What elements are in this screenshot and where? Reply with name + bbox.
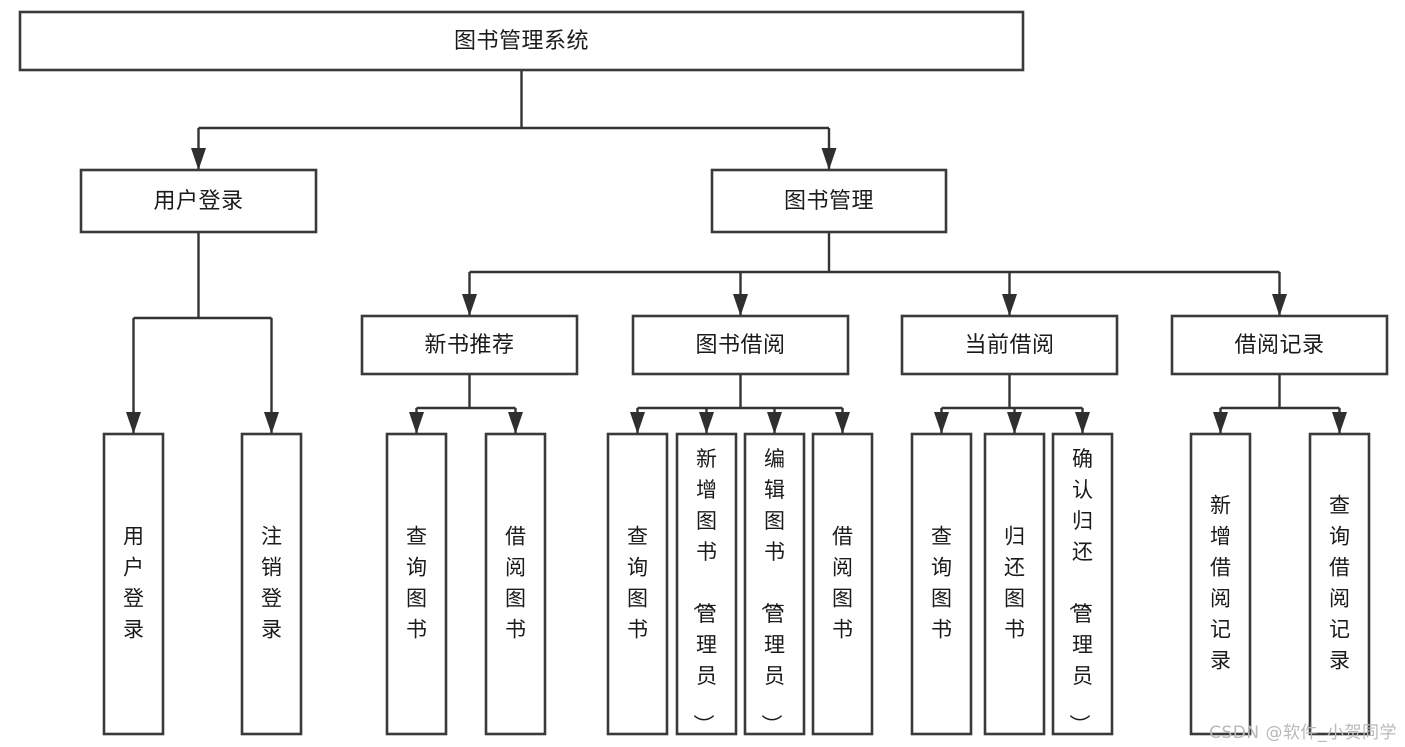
node-leaf-add-record-box[interactable]	[1189, 432, 1252, 736]
node-book-borrow-box[interactable]	[631, 314, 850, 376]
node-leaf-borrow-book-2[interactable]: 借阅图书	[811, 432, 874, 736]
node-leaf-return-book[interactable]: 归还图书	[983, 432, 1046, 736]
connector-layer	[126, 70, 1347, 434]
node-layer: 图书管理系统用户登录图书管理新书推荐图书借阅当前借阅借阅记录用户登录注销登录查询…	[18, 10, 1389, 736]
node-leaf-query-book-1[interactable]: 查询图书	[385, 432, 448, 736]
node-leaf-confirm-return-label: 确认归还（管理员）	[1067, 447, 1093, 735]
node-leaf-query-book-1-box[interactable]	[385, 432, 448, 736]
node-book-borrow[interactable]: 图书借阅	[631, 314, 850, 376]
node-book-borrow-label: 图书借阅	[695, 333, 785, 358]
node-current-borrow-label: 当前借阅	[964, 333, 1054, 358]
node-leaf-logout[interactable]: 注销登录	[240, 432, 303, 736]
arrow-head-icon	[462, 294, 477, 316]
node-leaf-edit-book-label: 编辑图书（管理员）	[759, 447, 785, 735]
arrow-head-icon	[409, 412, 424, 434]
arrow-head-icon	[1075, 412, 1090, 434]
arrow-head-icon	[126, 412, 141, 434]
arrow-head-icon	[733, 294, 748, 316]
arrow-head-icon	[191, 148, 206, 170]
node-leaf-edit-book-box[interactable]	[743, 432, 806, 736]
node-leaf-add-book-label: 新增图书（管理员）	[691, 447, 717, 735]
node-leaf-add-book[interactable]: 新增图书（管理员）	[675, 432, 738, 736]
node-user-login[interactable]: 用户登录	[79, 168, 318, 234]
node-leaf-query-book-2[interactable]: 查询图书	[606, 432, 669, 736]
node-leaf-borrow-book-1-label: 借阅图书	[505, 525, 526, 642]
node-leaf-query-book-1-label: 查询图书	[406, 525, 427, 642]
node-leaf-logout-box[interactable]	[240, 432, 303, 736]
node-leaf-query-book-3-box[interactable]	[910, 432, 973, 736]
node-book-manage[interactable]: 图书管理	[710, 168, 948, 234]
node-borrow-record-label: 借阅记录	[1234, 333, 1324, 358]
arrow-head-icon	[1272, 294, 1287, 316]
node-root-system-box[interactable]	[18, 10, 1025, 72]
node-leaf-borrow-book-2-box[interactable]	[811, 432, 874, 736]
node-leaf-confirm-return[interactable]: 确认归还（管理员）	[1051, 432, 1114, 736]
arrow-head-icon	[835, 412, 850, 434]
arrow-head-icon	[767, 412, 782, 434]
arrow-head-icon	[1007, 412, 1022, 434]
node-user-login-box[interactable]	[79, 168, 318, 234]
node-current-borrow-box[interactable]	[900, 314, 1119, 376]
node-book-manage-label: 图书管理	[784, 189, 874, 214]
node-root-system-label: 图书管理系统	[454, 29, 589, 54]
node-borrow-record-box[interactable]	[1170, 314, 1389, 376]
node-leaf-logout-label: 注销登录	[261, 525, 282, 642]
node-leaf-query-book-2-box[interactable]	[606, 432, 669, 736]
arrow-head-icon	[1213, 412, 1228, 434]
node-leaf-add-book-box[interactable]	[675, 432, 738, 736]
arrow-head-icon	[699, 412, 714, 434]
node-leaf-query-record-label: 查询借阅记录	[1329, 494, 1350, 673]
node-leaf-return-book-label: 归还图书	[1004, 525, 1025, 642]
arrow-head-icon	[1332, 412, 1347, 434]
node-root-system[interactable]: 图书管理系统	[18, 10, 1025, 72]
node-leaf-query-book-3[interactable]: 查询图书	[910, 432, 973, 736]
node-user-login-label: 用户登录	[153, 189, 243, 214]
node-leaf-user-login[interactable]: 用户登录	[102, 432, 165, 736]
node-leaf-borrow-book-1-box[interactable]	[484, 432, 547, 736]
arrow-head-icon	[630, 412, 645, 434]
node-leaf-user-login-label: 用户登录	[123, 525, 144, 642]
node-leaf-query-record[interactable]: 查询借阅记录	[1308, 432, 1371, 736]
arrow-head-icon	[934, 412, 949, 434]
node-leaf-query-record-box[interactable]	[1308, 432, 1371, 736]
node-book-manage-box[interactable]	[710, 168, 948, 234]
node-leaf-add-record-label: 新增借阅记录	[1210, 494, 1231, 673]
node-leaf-borrow-book-1[interactable]: 借阅图书	[484, 432, 547, 736]
node-new-book-recommend-label: 新书推荐	[424, 333, 514, 358]
arrow-head-icon	[508, 412, 523, 434]
node-borrow-record[interactable]: 借阅记录	[1170, 314, 1389, 376]
node-new-book-recommend[interactable]: 新书推荐	[360, 314, 579, 376]
node-leaf-add-record[interactable]: 新增借阅记录	[1189, 432, 1252, 736]
node-leaf-user-login-box[interactable]	[102, 432, 165, 736]
arrow-head-icon	[264, 412, 279, 434]
watermark-text: CSDN @软件_小贺同学	[1209, 723, 1397, 743]
node-leaf-return-book-box[interactable]	[983, 432, 1046, 736]
node-current-borrow[interactable]: 当前借阅	[900, 314, 1119, 376]
arrow-head-icon	[1002, 294, 1017, 316]
node-new-book-recommend-box[interactable]	[360, 314, 579, 376]
node-leaf-edit-book[interactable]: 编辑图书（管理员）	[743, 432, 806, 736]
node-leaf-confirm-return-box[interactable]	[1051, 432, 1114, 736]
arrow-head-icon	[821, 148, 837, 170]
node-leaf-borrow-book-2-label: 借阅图书	[832, 525, 853, 642]
node-leaf-query-book-2-label: 查询图书	[627, 525, 648, 642]
node-leaf-query-book-3-label: 查询图书	[931, 525, 952, 642]
